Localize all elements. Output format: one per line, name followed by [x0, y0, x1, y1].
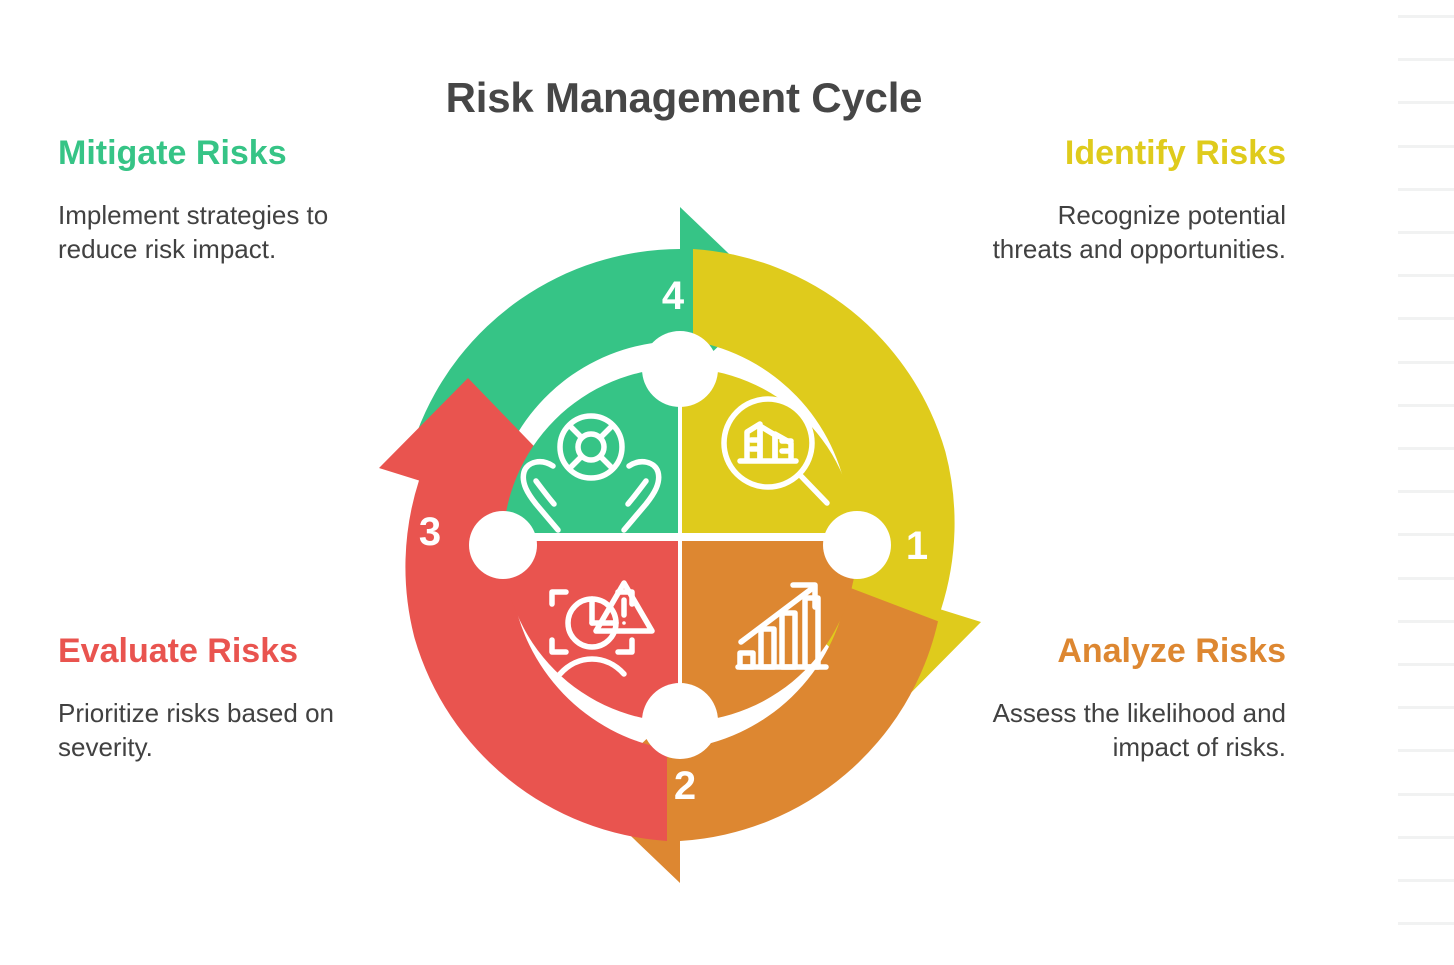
- hands-lifebuoy-icon: [520, 413, 662, 533]
- panel-heading-mitigate: Mitigate Risks: [58, 134, 287, 172]
- step-number-1: 1: [906, 524, 928, 568]
- risk-cycle-diagram: 4 1 2 3: [320, 185, 1040, 905]
- panel-body-mitigate: Implement strategies to reduce risk impa…: [58, 199, 329, 265]
- rule-line: [1398, 447, 1454, 450]
- rule-line: [1398, 922, 1454, 925]
- rule-line: [1398, 620, 1454, 623]
- rule-line: [1398, 490, 1454, 493]
- background-rule-lines: [1398, 0, 1454, 965]
- panel-evaluate-risks: Evaluate Risks Prioritize risks based on…: [58, 632, 358, 765]
- outer-arrow-1-identify: [693, 249, 981, 712]
- step-number-4: 4: [662, 274, 685, 318]
- inner-quadrant-evaluate: [503, 541, 678, 722]
- rule-line: [1398, 404, 1454, 407]
- outer-arrow-3-evaluate: [379, 378, 667, 841]
- rule-line: [1398, 317, 1454, 320]
- outer-arrow-4-mitigate: [417, 207, 772, 465]
- rule-line: [1398, 274, 1454, 277]
- step-number-2: 2: [674, 764, 696, 808]
- risk-scan-warning-icon: [549, 580, 655, 677]
- rule-line: [1398, 793, 1454, 796]
- rule-line: [1398, 361, 1454, 364]
- rule-line: [1398, 231, 1454, 234]
- panel-body-identify: Recognize potential threats and opportun…: [992, 199, 1286, 265]
- rule-line: [1398, 101, 1454, 104]
- panel-heading-evaluate: Evaluate Risks: [58, 632, 299, 670]
- inner-disc-notches: [469, 331, 891, 759]
- rule-line: [1398, 749, 1454, 752]
- rule-line: [1398, 533, 1454, 536]
- rule-line: [1398, 188, 1454, 191]
- rule-line: [1398, 879, 1454, 882]
- rule-line: [1398, 706, 1454, 709]
- rule-line: [1398, 58, 1454, 61]
- magnifier-bar-chart-icon: [721, 396, 830, 506]
- page-title: Risk Management Cycle: [445, 74, 923, 121]
- panel-identify-risks: Identify Risks Recognize potential threa…: [986, 134, 1286, 267]
- panel-mitigate-risks: Mitigate Risks Implement strategies to r…: [58, 134, 358, 267]
- outer-arrow-2-analyze: [588, 587, 938, 883]
- panel-body-evaluate: Prioritize risks based on severity.: [58, 697, 334, 763]
- rule-line: [1398, 577, 1454, 580]
- panel-body-analyze: Assess the likelihood and impact of risk…: [992, 697, 1286, 763]
- panel-heading-identify: Identify Risks: [1064, 134, 1286, 172]
- rule-line: [1398, 836, 1454, 839]
- growth-bar-chart-arrow-icon: [735, 582, 829, 670]
- step-number-3: 3: [419, 510, 441, 554]
- panel-analyze-risks: Analyze Risks Assess the likelihood and …: [986, 632, 1286, 765]
- rule-line: [1398, 663, 1454, 666]
- rule-line: [1398, 145, 1454, 148]
- panel-heading-analyze: Analyze Risks: [1057, 632, 1286, 670]
- rule-line: [1398, 15, 1454, 18]
